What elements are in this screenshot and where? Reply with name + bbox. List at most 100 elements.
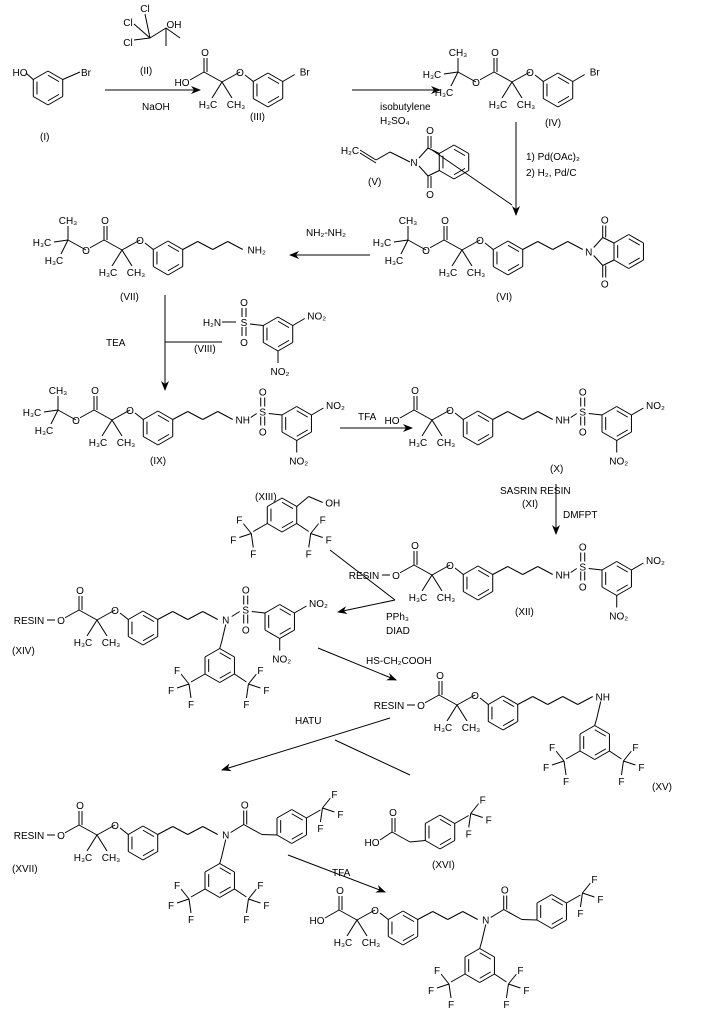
bond [413, 409, 433, 421]
atom-label-no2: NO₂ [609, 457, 628, 468]
bond [594, 725, 610, 735]
bond [402, 936, 418, 946]
reagent-isobutylene: isobutylene [380, 102, 431, 113]
bond [202, 411, 218, 420]
atom-label-no2: NO₂ [307, 312, 326, 323]
bond [449, 71, 459, 89]
compound-label-XII: (XII) [515, 607, 534, 618]
bond [532, 696, 548, 705]
atom-label-o: O [242, 586, 250, 597]
bond [543, 72, 559, 82]
atom-label-o: O [411, 386, 419, 397]
bond [507, 566, 523, 575]
atom-label-o: O [91, 386, 99, 397]
bond [596, 701, 602, 719]
bond [479, 948, 495, 958]
atom-label-nh: NH [595, 693, 609, 704]
bond [462, 911, 478, 920]
atom-label-o: O [436, 671, 444, 682]
atom-label-ho: HO [13, 68, 28, 79]
bond [187, 611, 203, 620]
bond [479, 941, 483, 949]
bond [245, 683, 249, 699]
bond [202, 826, 218, 835]
atom-label-f: F [168, 901, 174, 912]
atom-label-o: O [82, 246, 90, 257]
bond [594, 748, 607, 756]
bond [219, 867, 232, 875]
atom-label-ch3: CH₃ [227, 100, 246, 111]
bond [128, 825, 144, 835]
reagent-sasrin-resin: SASRIN RESIN [500, 486, 571, 497]
bond [631, 407, 644, 416]
bond [292, 318, 305, 326]
atom-label-o: O [501, 886, 509, 897]
bond [242, 523, 252, 534]
bond [616, 429, 629, 437]
atom-label-o: O [491, 48, 499, 59]
bond [399, 239, 409, 257]
bond [311, 407, 324, 416]
compound-label-IV: (IV) [545, 118, 561, 129]
bond [33, 70, 49, 80]
bond [534, 74, 544, 82]
bond [96, 834, 108, 852]
bond [477, 591, 493, 601]
bond [268, 413, 283, 416]
atom-label-ch3: CH₃ [467, 268, 486, 279]
bond [551, 760, 565, 766]
bond [221, 624, 227, 642]
bond [133, 23, 151, 39]
bond [507, 244, 520, 253]
atom-label-no2: NO₂ [646, 556, 665, 567]
bond [204, 673, 220, 683]
bond [142, 829, 155, 838]
bond [470, 813, 483, 818]
reagent-pph3: PPh₃ [386, 612, 409, 623]
bond [251, 611, 266, 614]
bond [308, 496, 323, 503]
bond [517, 696, 533, 705]
bond [522, 241, 538, 250]
reagent-tfa-1: TFA [358, 412, 377, 423]
bond [421, 574, 433, 592]
reagent-dmfpt: DMFPT [563, 510, 597, 521]
bond [356, 909, 376, 921]
bond [379, 912, 389, 920]
bond [78, 824, 98, 836]
bond [388, 910, 404, 920]
bond [128, 851, 144, 861]
bond [425, 814, 441, 824]
atom-label-h3c: H₃C [35, 426, 54, 437]
bond [623, 760, 636, 766]
bond [296, 406, 312, 416]
bond [157, 436, 173, 446]
bond [551, 898, 564, 906]
bond [602, 259, 615, 266]
atom-label-o: O [136, 236, 144, 247]
bond [47, 70, 63, 80]
atom-label-o: O [471, 691, 479, 702]
atom-label-o: O [426, 190, 434, 201]
bond [190, 673, 206, 683]
compound-label-III: (III) [250, 112, 265, 123]
bond [277, 316, 293, 326]
bond [267, 523, 283, 533]
bond [121, 249, 133, 267]
bond [454, 815, 469, 824]
bond [431, 574, 443, 592]
atom-label-cl: Cl [140, 4, 149, 15]
atom-label-o: O [126, 406, 134, 417]
bond [447, 911, 463, 920]
reagent-addition-line [431, 149, 513, 206]
bond [219, 673, 235, 683]
bond [418, 147, 429, 159]
bond [221, 71, 241, 83]
bond [291, 809, 307, 819]
atom-label-f: F [618, 777, 624, 788]
atom-label-no2: NO₂ [271, 367, 290, 378]
atom-label-h3c: H₃C [199, 100, 218, 111]
bond [243, 824, 262, 835]
atom-label-f: F [243, 915, 249, 926]
bond [477, 588, 490, 597]
